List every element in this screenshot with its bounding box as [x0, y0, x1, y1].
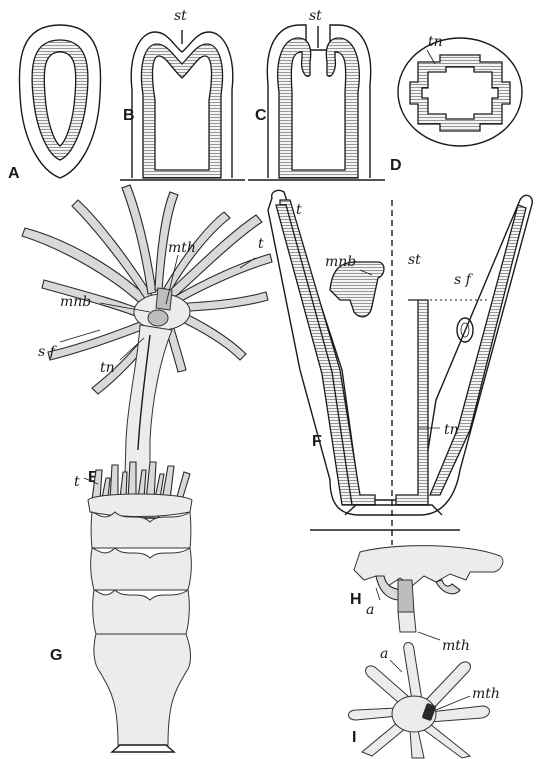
label-st-f: st — [408, 252, 421, 268]
label-mth-e: mth — [168, 240, 196, 256]
label-mth-h: mth — [442, 638, 470, 654]
figure-letter-f: F — [312, 433, 322, 450]
figure-letter-i: I — [352, 729, 356, 746]
figure-f: t mnb st s f tn F — [268, 190, 532, 545]
label-a-i: a — [380, 646, 388, 662]
label-sf-f: s f — [454, 272, 474, 288]
figure-letter-h: H — [350, 591, 362, 608]
label-a-h: a — [366, 602, 374, 618]
figure-letter-g: G — [50, 647, 62, 664]
figure-letter-c: C — [255, 107, 267, 124]
label-t-g: t — [74, 474, 80, 490]
figure-letter-b: B — [123, 107, 135, 124]
figure-a: A — [8, 25, 101, 182]
figure-e: mth mnb s f tn t E — [22, 185, 272, 518]
figure-letter-d: D — [390, 157, 402, 174]
label-t-f: t — [296, 202, 302, 218]
figure-g: t G — [50, 462, 192, 752]
label-tn-e: tn — [100, 360, 115, 376]
label-sf-e: s f — [38, 344, 58, 360]
label-mnb-e: mnb — [60, 294, 91, 310]
label-tn-d: tn — [428, 34, 443, 50]
figure-b: st B — [120, 8, 245, 180]
figure-h: a mth H — [350, 546, 503, 654]
label-st-c: st — [309, 8, 322, 24]
label-t-e: t — [258, 236, 264, 252]
label-mnb-f: mnb — [325, 254, 356, 270]
figure-c: st C — [248, 8, 385, 180]
label-mth-i: mth — [472, 686, 500, 702]
figure-i: a mth I — [349, 643, 500, 759]
figure-letter-a: A — [8, 165, 20, 182]
label-tn-f: tn — [444, 422, 459, 438]
label-st-b: st — [174, 8, 187, 24]
figure-d: tn D — [390, 34, 522, 174]
